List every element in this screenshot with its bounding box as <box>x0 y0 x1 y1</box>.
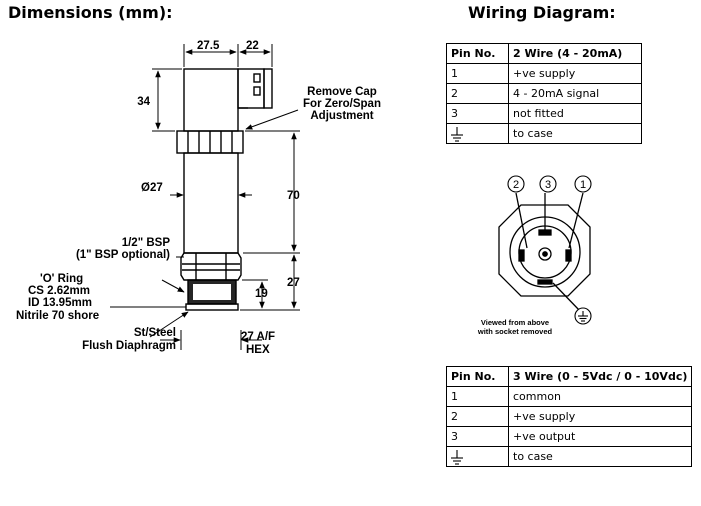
pin-cell: 2 <box>446 83 509 104</box>
table-header-row: Pin No. 3 Wire (0 - 5Vdc / 0 - 10Vdc) <box>446 366 693 387</box>
function-cell: not fitted <box>508 103 642 124</box>
pin-label-1-marker: 1 <box>574 175 592 193</box>
callout-cap-line1: Remove Cap <box>307 86 377 98</box>
pin-cell <box>446 446 509 467</box>
function-cell: +ve output <box>507 426 693 447</box>
pin-label-2: 2 <box>513 179 519 191</box>
callout-bsp-line2: (1" BSP optional) <box>76 249 170 261</box>
pin-cell: 2 <box>446 406 509 427</box>
dimension-lines <box>110 44 300 350</box>
dim-19: 19 <box>255 288 268 300</box>
callout-oring-line1: 'O' Ring <box>40 273 83 285</box>
table-row: 1 +ve supply <box>446 63 642 84</box>
dim-connector-height: 34 <box>137 96 150 108</box>
callout-cap-line3: Adjustment <box>310 110 373 122</box>
function-cell: 4 - 20mA signal <box>508 83 642 104</box>
table-3wire: Pin No. 3 Wire (0 - 5Vdc / 0 - 10Vdc) 1 … <box>446 366 693 467</box>
callout-oring-line4: Nitrile 70 shore <box>16 310 99 322</box>
table-row: 1 common <box>446 386 693 407</box>
table-row: to case <box>446 123 642 144</box>
pin-label-3-marker: 3 <box>539 175 557 193</box>
dim-width-body: 27.5 <box>197 40 220 52</box>
ground-symbol-icon <box>574 307 592 325</box>
header-2wire: 2 Wire (4 - 20mA) <box>508 43 642 64</box>
pin-cell: 1 <box>446 386 509 407</box>
callout-bsp-line1: 1/2" BSP <box>122 237 171 249</box>
dim-width-connector: 22 <box>246 40 259 52</box>
function-cell: to case <box>508 123 642 144</box>
table-row: to case <box>446 446 693 467</box>
connector-caption-line1: Viewed from above <box>481 318 549 327</box>
pin-cell <box>446 123 509 144</box>
wiring-diagram-heading: Wiring Diagram: <box>468 3 616 22</box>
pin-label-1: 1 <box>580 179 586 191</box>
callout-oring-line2: CS 2.62mm <box>28 285 90 297</box>
connector-socket-view <box>498 192 591 312</box>
callout-oring-line3: ID 13.95mm <box>28 297 92 309</box>
pin-cell: 3 <box>446 426 509 447</box>
dimensions-heading: Dimensions (mm): <box>8 3 173 22</box>
callout-cap-line2: For Zero/Span <box>303 98 381 110</box>
dim-thread-length: 27 <box>287 277 300 289</box>
pin-label-3: 3 <box>545 179 551 191</box>
table-row: 2 4 - 20mA signal <box>446 83 642 104</box>
table-row: 3 +ve output <box>446 426 693 447</box>
dim-hex-line1: 27 A/F <box>241 331 275 343</box>
callout-diaphragm: St/Steel Flush Diaphragm <box>82 327 176 352</box>
dim-body-length: 70 <box>287 190 300 202</box>
function-cell: to case <box>507 446 693 467</box>
dim-diameter: Ø27 <box>141 182 163 194</box>
table-row: 2 +ve supply <box>446 406 693 427</box>
callout-oring: 'O' Ring CS 2.62mm ID 13.95mm Nitrile 70… <box>16 273 99 322</box>
table-row: 3 not fitted <box>446 103 642 124</box>
connector-caption-line2: with socket removed <box>477 327 553 336</box>
callout-diaphragm-line2: Flush Diaphragm <box>82 340 176 352</box>
ground-symbol-icon <box>451 127 463 142</box>
sensor-body <box>183 152 239 254</box>
header-3wire: 3 Wire (0 - 5Vdc / 0 - 10Vdc) <box>507 366 693 387</box>
table-header-row: Pin No. 2 Wire (4 - 20mA) <box>446 43 642 64</box>
pin-label-2-marker: 2 <box>507 175 525 193</box>
table-2wire: Pin No. 2 Wire (4 - 20mA) 1 +ve supply 2… <box>446 43 642 144</box>
header-pin-no: Pin No. <box>446 366 509 387</box>
callout-bsp: 1/2" BSP (1" BSP optional) <box>76 237 170 261</box>
callout-diaphragm-line1: St/Steel <box>134 327 176 339</box>
function-cell: +ve supply <box>507 406 693 427</box>
function-cell: common <box>507 386 693 407</box>
header-pin-no: Pin No. <box>446 43 509 64</box>
hex-section <box>180 252 242 281</box>
connector-housing <box>183 68 273 132</box>
function-cell: +ve supply <box>508 63 642 84</box>
pin-cell: 1 <box>446 63 509 84</box>
cap-ring <box>176 130 244 154</box>
ground-symbol-icon <box>451 450 463 465</box>
thread-section <box>185 279 239 311</box>
pin-cell: 3 <box>446 103 509 124</box>
callout-cap: Remove Cap For Zero/Span Adjustment <box>303 86 381 122</box>
dim-hex-line2: HEX <box>246 344 270 356</box>
